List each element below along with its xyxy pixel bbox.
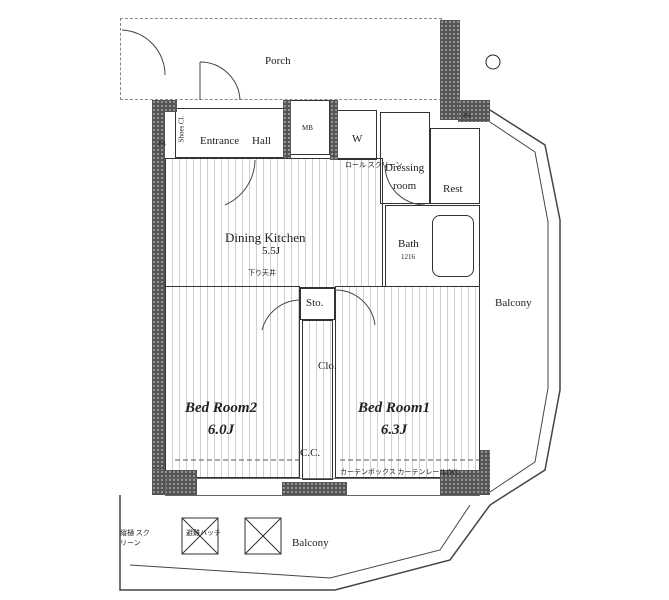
escape-hatch-label: 避難ハッチ bbox=[186, 529, 221, 537]
closet bbox=[302, 320, 333, 480]
washer-label: W bbox=[352, 133, 363, 145]
balcony-bottom-outline bbox=[119, 495, 491, 591]
bed-room-1 bbox=[335, 286, 480, 478]
balcony-right-outline bbox=[489, 109, 561, 506]
bed1-door-arc bbox=[334, 289, 376, 326]
bottom-window-line bbox=[165, 478, 480, 496]
hall-label: Hall bbox=[252, 135, 271, 147]
balcony-right-label: Balcony bbox=[495, 297, 532, 309]
bed-room-2-label: Bed Room2 6.0J bbox=[185, 397, 257, 441]
bed-room-2-name: Bed Room2 bbox=[185, 400, 258, 416]
bathtub bbox=[432, 215, 474, 277]
dressing-door-arc bbox=[384, 164, 426, 206]
gutter-label: 縦樋 スクリーン bbox=[120, 529, 150, 547]
ceiling-note: 下り天井 bbox=[248, 269, 276, 277]
dressing-room bbox=[380, 112, 430, 204]
wall-left bbox=[152, 100, 165, 480]
bed-room-1-label: Bed Room1 6.3J bbox=[358, 397, 430, 441]
storage-label: Sto. bbox=[306, 297, 324, 309]
wall-right bbox=[458, 100, 490, 122]
shoes-closet-label: Shoes Cl. bbox=[177, 115, 186, 143]
entrance-door-arc bbox=[199, 61, 241, 101]
bathroom bbox=[385, 205, 480, 287]
screen-label: ロール スクリーン bbox=[345, 161, 403, 169]
ps-left-label: PS bbox=[158, 140, 166, 148]
storage bbox=[300, 288, 335, 320]
dressing-label: Dressing bbox=[385, 162, 425, 174]
restroom bbox=[430, 128, 480, 204]
porch-door-arc bbox=[121, 29, 166, 76]
ps-right-label: PS bbox=[463, 112, 471, 120]
dressing-room-label: room bbox=[393, 180, 417, 192]
balcony-right-inner bbox=[489, 121, 549, 493]
bath-size: 1216 bbox=[401, 253, 415, 261]
hall-door-arc bbox=[224, 159, 256, 206]
mb-label: MB bbox=[302, 124, 313, 132]
bed-room-2-size: 6.0J bbox=[207, 422, 235, 438]
bed-room-1-size: 6.3J bbox=[380, 422, 408, 438]
wall-bottom-right bbox=[440, 470, 490, 495]
porch-label: Porch bbox=[265, 55, 291, 67]
wall-w bbox=[330, 100, 338, 160]
wall-bottom-left bbox=[152, 470, 197, 495]
balcony-bottom-inner bbox=[129, 504, 471, 579]
bed-room-2 bbox=[165, 286, 300, 478]
compass-icon bbox=[485, 54, 501, 70]
dining-kitchen-label: Dining Kitchen bbox=[225, 230, 306, 245]
escape-hatch-1 bbox=[181, 517, 219, 555]
bath-label: Bath bbox=[398, 238, 419, 250]
rest-label: Rest bbox=[443, 183, 463, 195]
dining-kitchen-size: 5.5J bbox=[262, 245, 281, 257]
escape-hatch-2 bbox=[244, 517, 282, 555]
wall-bottom-mid bbox=[282, 482, 347, 495]
wall-top bbox=[152, 100, 177, 112]
bed2-door-arc bbox=[261, 299, 301, 331]
curtain-note: カーテンボックス カーテンレール(W) bbox=[340, 468, 458, 476]
bed-room-1-name: Bed Room1 bbox=[358, 400, 431, 416]
entrance-label: Entrance bbox=[200, 135, 240, 147]
wall-mb bbox=[283, 100, 291, 158]
wall-top-right bbox=[440, 20, 460, 120]
cc-label: C.C. bbox=[300, 447, 321, 459]
closet-label: Clo. bbox=[318, 360, 337, 372]
balcony-bottom-label: Balcony bbox=[292, 537, 329, 549]
